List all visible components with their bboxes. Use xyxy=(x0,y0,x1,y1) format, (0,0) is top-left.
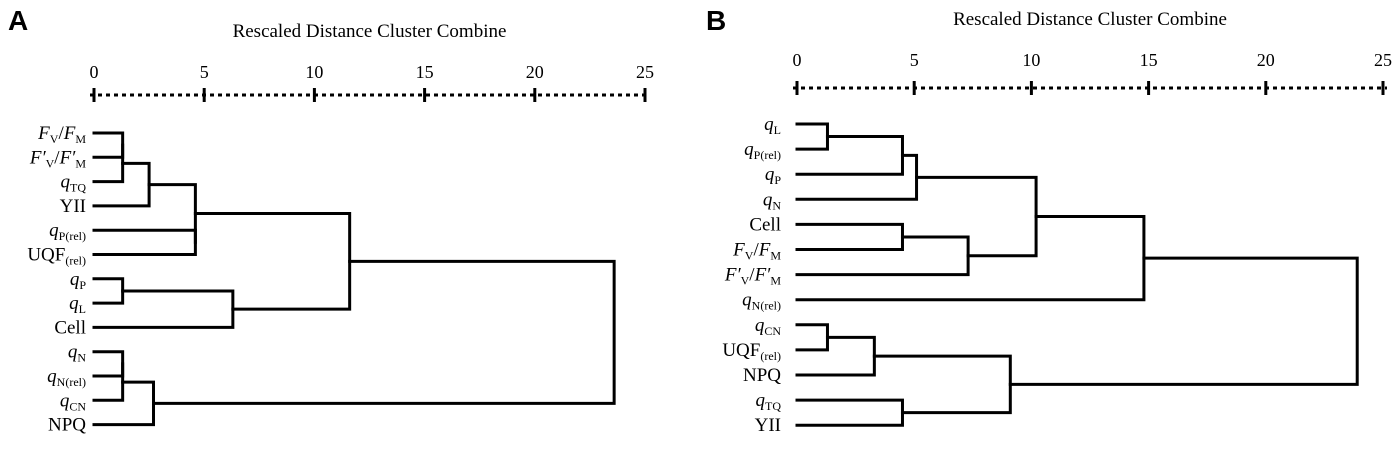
dendrogram-link xyxy=(872,354,1012,415)
leaf-label: Cell xyxy=(54,317,86,338)
tick-label: 10 xyxy=(1022,50,1040,70)
leaf-label: qP xyxy=(765,164,782,187)
leaf-label: UQF(rel) xyxy=(27,245,86,268)
leaf-label: qL xyxy=(764,114,781,137)
dendrogram-link xyxy=(92,143,125,184)
leaf-label: qN(rel) xyxy=(742,290,781,313)
dendrogram-link xyxy=(92,289,235,329)
dendrogram-link xyxy=(915,175,1038,258)
leaf-label: qN xyxy=(68,342,87,365)
tick-label: 25 xyxy=(636,62,654,82)
panel-a: A Rescaled Distance Cluster Combine 0 5 10 15… xyxy=(8,5,654,436)
dendrogram-link xyxy=(795,335,876,377)
dendrogram-link xyxy=(795,235,970,277)
panel-b: B Rescaled Distance Cluster Combine 0 5 10 15… xyxy=(706,5,1392,436)
panel-letter: A xyxy=(8,5,28,36)
dendrogram-link xyxy=(795,135,904,176)
leaf-label: NPQ xyxy=(48,415,86,436)
tick-label: 15 xyxy=(1140,50,1158,70)
dendrogram-link xyxy=(92,228,197,256)
leaf-label: FV/FM xyxy=(37,123,86,146)
dendrogram-link xyxy=(795,323,829,352)
leaf-label: qP xyxy=(70,269,87,292)
tick-label: 5 xyxy=(910,50,919,70)
dendrogram-link xyxy=(92,362,125,402)
tick-label: 20 xyxy=(526,62,544,82)
dendrogram-link xyxy=(795,153,919,201)
leaf-label: NPQ xyxy=(743,365,781,386)
dendrogram-link xyxy=(795,222,904,251)
leaf-label: F′V/F′M xyxy=(724,265,781,288)
leaf-label: YII xyxy=(755,415,781,436)
dendrogram-link xyxy=(193,211,352,311)
leaf-label: qN xyxy=(763,189,782,212)
dendrogram-link xyxy=(92,277,125,305)
axis-title: Rescaled Distance Cluster Combine xyxy=(953,9,1227,30)
dendrogram-link xyxy=(795,122,829,151)
tick-label: 15 xyxy=(416,62,434,82)
dendrogram-link xyxy=(795,398,904,427)
leaf-label: qP(rel) xyxy=(744,139,781,162)
axis-title: Rescaled Distance Cluster Combine xyxy=(233,21,507,42)
tick-label: 0 xyxy=(793,50,802,70)
dendrogram-link xyxy=(1008,256,1359,386)
leaf-label: F′V/F′M xyxy=(29,147,86,170)
panel-letter: B xyxy=(706,5,726,36)
leaf-label: qCN xyxy=(60,390,87,413)
leaf-label: qP(rel) xyxy=(49,220,86,243)
leaf-label: qCN xyxy=(755,315,782,338)
leaf-label: YII xyxy=(60,196,86,217)
tick-label: 25 xyxy=(1374,50,1392,70)
leaf-label: qTQ xyxy=(61,172,87,195)
leaf-label: qN(rel) xyxy=(47,366,86,389)
leaf-label: FV/FM xyxy=(732,240,781,263)
leaf-label: qL xyxy=(69,293,86,316)
dendrogram-link xyxy=(152,259,616,405)
dendrogram-link xyxy=(92,350,125,378)
leaf-label: UQF(rel) xyxy=(722,340,781,363)
tick-label: 10 xyxy=(305,62,323,82)
dendrogram-link xyxy=(92,131,125,159)
leaf-label: Cell xyxy=(749,214,781,235)
leaf-label: qTQ xyxy=(756,390,782,413)
dendrogram-link xyxy=(795,215,1146,302)
tick-label: 5 xyxy=(200,62,209,82)
tick-label: 20 xyxy=(1257,50,1275,70)
tick-label: 0 xyxy=(90,62,99,82)
dendrogram-link xyxy=(147,183,197,244)
